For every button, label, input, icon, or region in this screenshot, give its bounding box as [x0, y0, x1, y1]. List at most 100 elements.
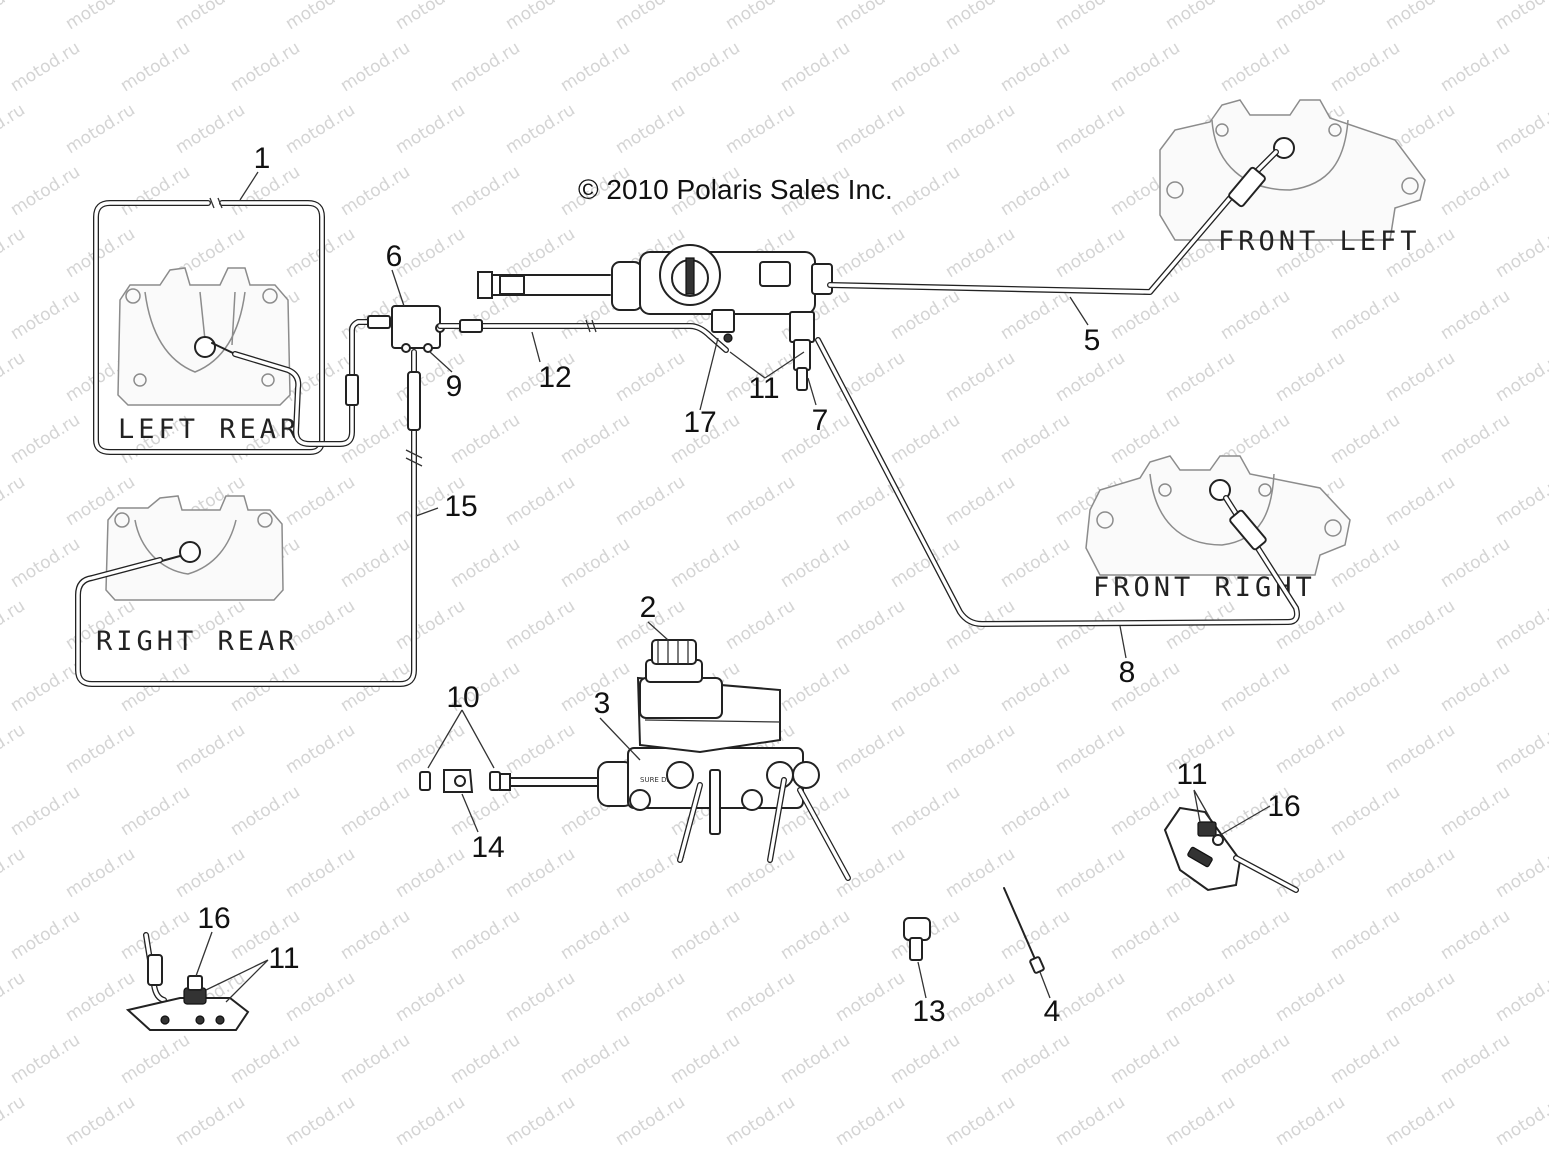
- watermark-text: motod.ru: [502, 472, 579, 530]
- watermark-text: motod.ru: [392, 0, 469, 34]
- watermark-text: motod.ru: [62, 1092, 139, 1150]
- watermark-text: motod.ru: [0, 596, 29, 654]
- watermark-text: motod.ru: [1272, 348, 1349, 406]
- watermark-text: motod.ru: [997, 286, 1074, 344]
- watermark-text: motod.ru: [0, 1092, 29, 1150]
- master-cylinder-marking: SURE DRAKE: [640, 776, 685, 784]
- watermark-text: motod.ru: [1492, 720, 1549, 778]
- leader-lines: [195, 171, 1271, 1003]
- watermark-text: motod.ru: [832, 348, 909, 406]
- watermark-text: motod.ru: [172, 100, 249, 158]
- watermark-text: motod.ru: [942, 100, 1019, 158]
- watermark-text: motod.ru: [7, 410, 84, 468]
- watermark-text: motod.ru: [227, 782, 304, 840]
- watermark-text: motod.ru: [227, 658, 304, 716]
- watermark-text: motod.ru: [117, 782, 194, 840]
- watermark-text: motod.ru: [337, 782, 414, 840]
- watermark-text: motod.ru: [1052, 1092, 1129, 1150]
- watermark-text: motod.ru: [502, 0, 579, 34]
- watermark-text: motod.ru: [172, 844, 249, 902]
- watermark-text: motod.ru: [282, 968, 359, 1026]
- left-rear-label: LEFT REAR: [118, 414, 300, 445]
- watermark-text: motod.ru: [722, 472, 799, 530]
- watermark-text: motod.ru: [1327, 286, 1404, 344]
- watermark-text: motod.ru: [1107, 38, 1184, 96]
- watermark-text: motod.ru: [502, 224, 579, 282]
- watermark-text: motod.ru: [722, 968, 799, 1026]
- watermark-text: motod.ru: [1437, 534, 1514, 592]
- watermark-text: motod.ru: [502, 968, 579, 1026]
- watermark-text: motod.ru: [722, 100, 799, 158]
- watermark-text: motod.ru: [62, 0, 139, 34]
- watermark-text: motod.ru: [667, 906, 744, 964]
- watermark-text: motod.ru: [1272, 968, 1349, 1026]
- watermark-text: motod.ru: [282, 720, 359, 778]
- watermark-text: motod.ru: [0, 348, 29, 406]
- watermark-text: motod.ru: [62, 720, 139, 778]
- watermark-text: motod.ru: [1382, 348, 1459, 406]
- watermark-text: motod.ru: [227, 38, 304, 96]
- watermark-text: motod.ru: [337, 658, 414, 716]
- watermark-text: motod.ru: [612, 968, 689, 1026]
- watermark-text: motod.ru: [1382, 1092, 1459, 1150]
- callout-11-bottom: 11: [268, 942, 299, 975]
- brake-line-15: [75, 349, 423, 687]
- watermark-text: motod.ru: [0, 224, 29, 282]
- watermark-text: motod.ru: [392, 844, 469, 902]
- watermark-text: motod.ru: [1327, 906, 1404, 964]
- watermark-text: motod.ru: [1107, 906, 1184, 964]
- callout-17: 17: [683, 406, 716, 439]
- watermark-text: motod.ru: [1437, 410, 1514, 468]
- watermark-text: motod.ru: [997, 410, 1074, 468]
- watermark-text: motod.ru: [282, 844, 359, 902]
- watermark-text: motod.ru: [1437, 1030, 1514, 1088]
- watermark-text: motod.ru: [1272, 596, 1349, 654]
- watermark-text: motod.ru: [1052, 720, 1129, 778]
- watermark-text: motod.ru: [0, 0, 29, 34]
- watermark-text: motod.ru: [612, 472, 689, 530]
- watermark-text: motod.ru: [337, 1030, 414, 1088]
- callout-1: 1: [254, 142, 271, 175]
- watermark-text: motod.ru: [1492, 844, 1549, 902]
- master-cylinder: SURE DRAKE: [499, 639, 851, 881]
- watermark-text: motod.ru: [997, 1030, 1074, 1088]
- right-rear-caliper: RIGHT REAR: [96, 495, 299, 657]
- watermark-text: motod.ru: [172, 0, 249, 34]
- watermark-text: motod.ru: [117, 162, 194, 220]
- watermark-text: motod.ru: [832, 472, 909, 530]
- watermark-text: motod.ru: [7, 162, 84, 220]
- watermark-text: motod.ru: [1382, 844, 1459, 902]
- watermark-text: motod.ru: [1437, 658, 1514, 716]
- watermark-text: motod.ru: [1052, 968, 1129, 1026]
- watermark-text: motod.ru: [997, 534, 1074, 592]
- watermark-text: motod.ru: [1272, 720, 1349, 778]
- callout-15: 15: [444, 490, 477, 523]
- watermark-text: motod.ru: [1272, 844, 1349, 902]
- watermark-text: motod.ru: [62, 968, 139, 1026]
- watermark-text: motod.ru: [282, 0, 359, 34]
- watermark-text: motod.ru: [392, 968, 469, 1026]
- watermark-text: motod.ru: [997, 162, 1074, 220]
- watermark-text: motod.ru: [0, 844, 29, 902]
- watermark-text: motod.ru: [612, 1092, 689, 1150]
- brake-line-5: [827, 149, 1279, 295]
- watermark-text: motod.ru: [777, 1030, 854, 1088]
- callout-13: 13: [912, 995, 945, 1028]
- brake-line-12: [437, 319, 729, 353]
- right-rear-label: RIGHT REAR: [96, 626, 299, 657]
- watermark-text: motod.ru: [7, 38, 84, 96]
- watermark-text: motod.ru: [997, 658, 1074, 716]
- watermark-text: motod.ru: [1327, 658, 1404, 716]
- watermark-text: motod.ru: [1492, 596, 1549, 654]
- watermark-text: motod.ru: [7, 534, 84, 592]
- watermark-text: motod.ru: [942, 1092, 1019, 1150]
- watermark-text: motod.ru: [557, 410, 634, 468]
- watermark-text: motod.ru: [62, 100, 139, 158]
- watermark-text: motod.ru: [117, 1030, 194, 1088]
- watermark-text: motod.ru: [887, 162, 964, 220]
- left-rear-caliper: LEFT REAR: [117, 267, 300, 445]
- watermark-text: motod.ru: [1382, 720, 1459, 778]
- watermark-text: motod.ru: [7, 286, 84, 344]
- watermark-text: motod.ru: [1382, 472, 1459, 530]
- watermark-text: motod.ru: [172, 1092, 249, 1150]
